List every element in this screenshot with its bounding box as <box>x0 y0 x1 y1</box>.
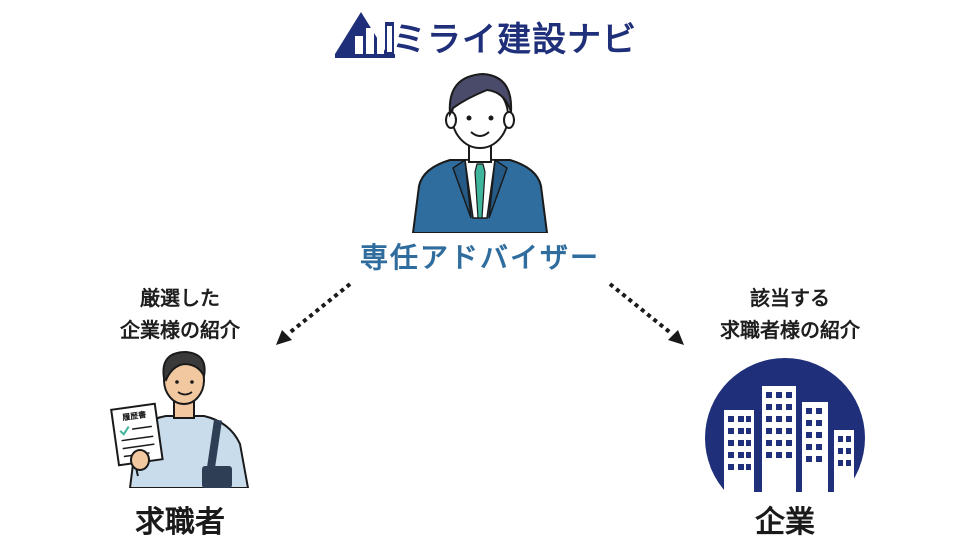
businessman-icon <box>411 72 549 233</box>
seeker-flow-caption: 厳選した 企業様の紹介 <box>80 282 280 346</box>
company-flow-caption-line1: 該当する <box>750 286 830 310</box>
company-label: 企業 <box>755 505 815 540</box>
seeker-flow-caption-line1: 厳選した <box>140 286 220 310</box>
resume-title: 履歴書 <box>121 409 147 422</box>
arrow-to-seeker <box>286 282 352 336</box>
seeker-flow-caption-line2: 企業様の紹介 <box>120 318 240 342</box>
company-flow-caption-line2: 求職者様の紹介 <box>720 318 860 342</box>
brand-name: ミライ建設ナビ <box>392 20 637 60</box>
office-buildings-icon <box>700 358 870 498</box>
job-seeker-label: 求職者 <box>135 505 225 540</box>
job-seeker-with-resume-icon: 履歴書 <box>110 350 250 488</box>
arrow-to-seeker-head <box>276 330 292 345</box>
advisor-label: 専任アドバイザー <box>359 241 600 274</box>
arrow-to-company <box>608 282 674 336</box>
brand-logo-icon <box>335 12 395 58</box>
arrow-to-company-head <box>668 330 684 345</box>
company-flow-caption: 該当する 求職者様の紹介 <box>680 282 900 346</box>
